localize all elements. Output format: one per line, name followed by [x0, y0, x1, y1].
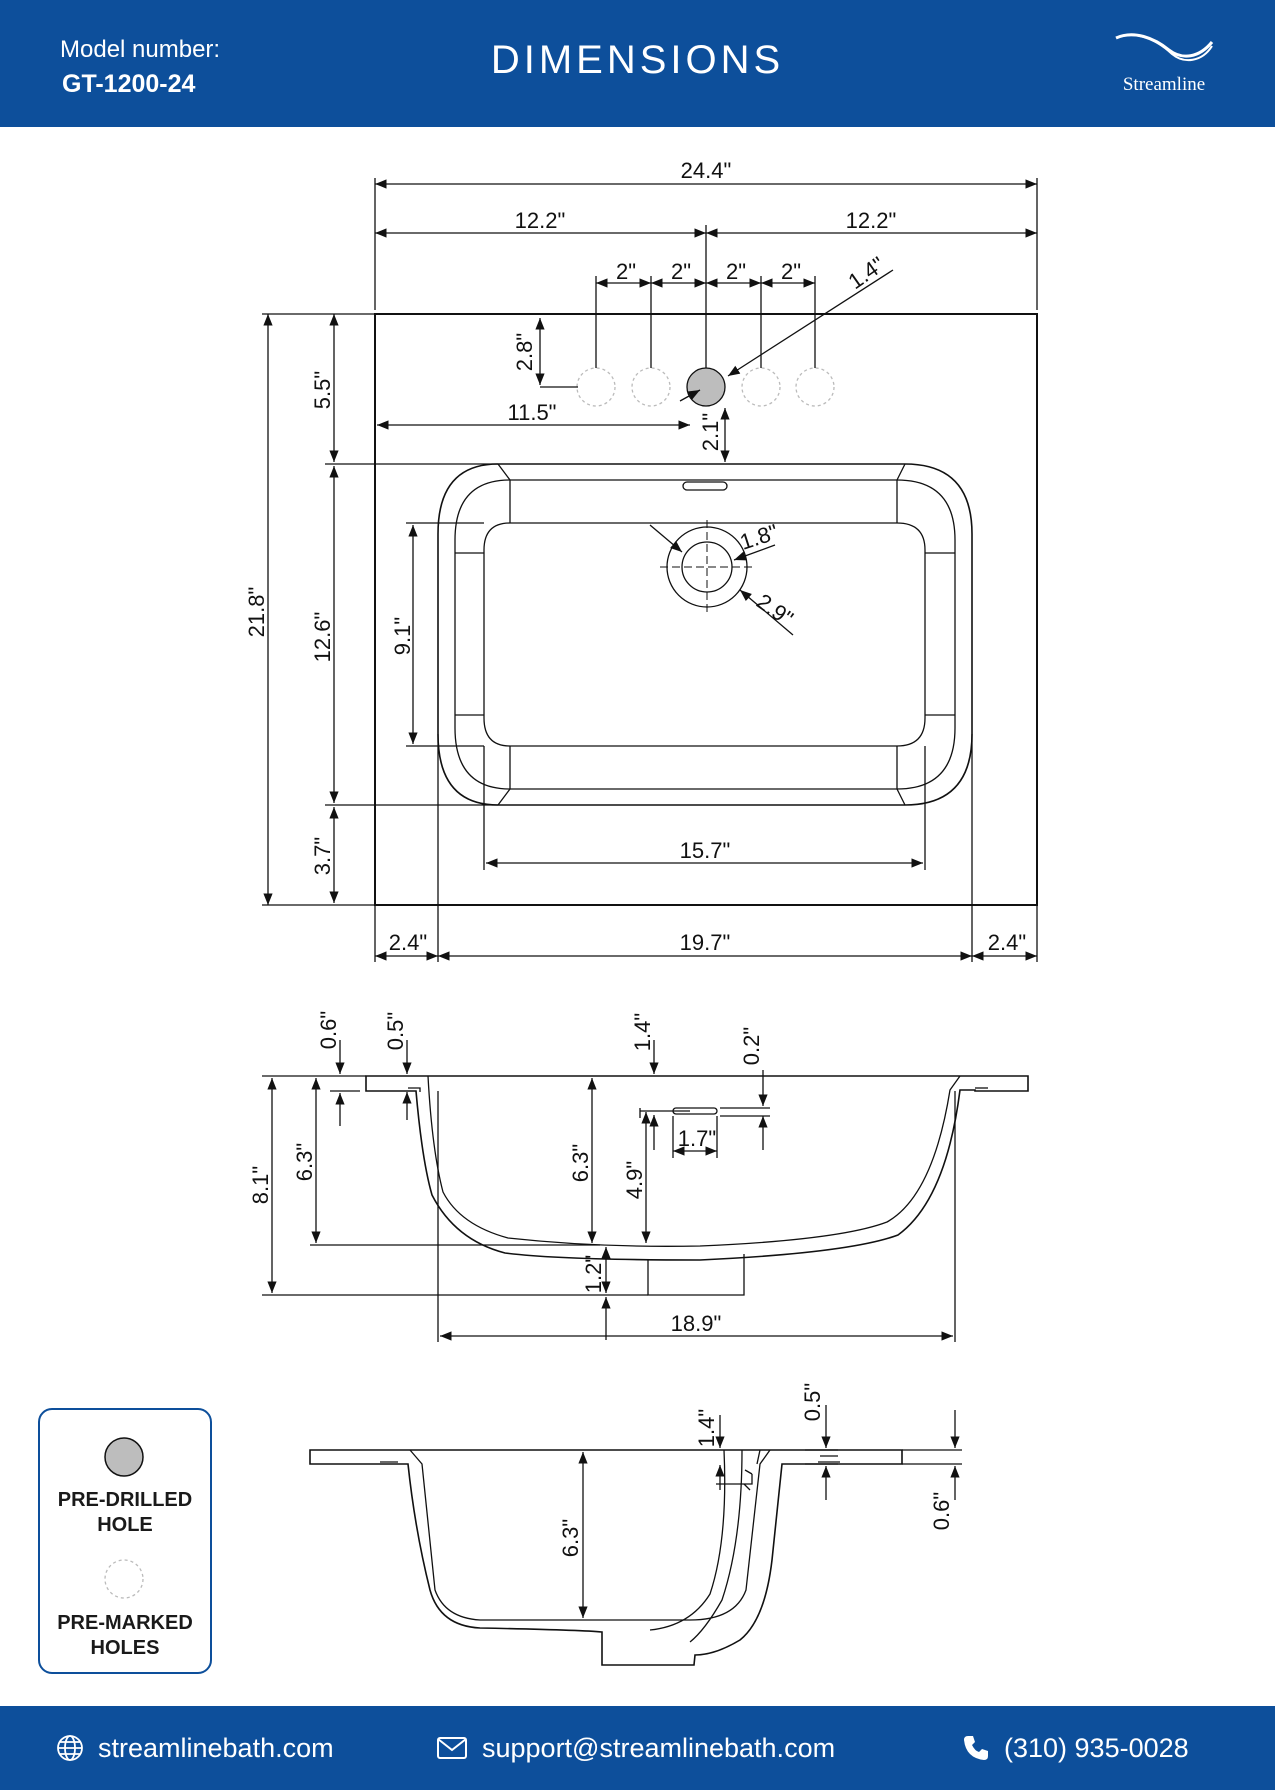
- dim-hole-to-bowl: 2.1": [698, 413, 723, 451]
- brand-name: Streamline: [1122, 74, 1206, 95]
- dim-right-deck: 2.4": [988, 930, 1026, 955]
- brand-logo: Streamline: [1108, 32, 1218, 98]
- dim-front-rim-thickness: 0.5": [383, 1012, 408, 1050]
- dim-overall-width: 24.4": [681, 158, 732, 183]
- dim-inner-bowl-depth: 9.1": [390, 617, 415, 655]
- dim-side-deck-thickness: 0.6": [929, 1492, 954, 1530]
- dim-hole-from-back: 2.8": [512, 333, 537, 371]
- dim-hole-spacing-3: 2": [726, 259, 746, 284]
- legend-pre-drilled: PRE-DRILLED HOLE: [57, 1489, 193, 1536]
- dim-front-deck: 3.7": [310, 837, 335, 875]
- dim-total-height: 8.1": [248, 1166, 273, 1204]
- drawing-canvas: 24.4" 12.2" 12.2" 2" 2" 2" 2" 1.4" 2.8" …: [244, 158, 1038, 1666]
- model-number-value: GT-1200-24: [62, 70, 196, 98]
- footer-email[interactable]: support@streamlinebath.com: [436, 1706, 835, 1790]
- footer-website[interactable]: streamlinebath.com: [56, 1706, 334, 1790]
- model-number-label: Model number:: [60, 36, 221, 63]
- dim-left-deck: 2.4": [389, 930, 427, 955]
- dim-hole-spacing-1: 2": [616, 259, 636, 284]
- footer-phone[interactable]: (310) 935-0028: [962, 1706, 1189, 1790]
- dim-bowl-depth: 12.6": [310, 612, 335, 663]
- dim-side-rim-thickness: 0.5": [800, 1383, 825, 1421]
- globe-icon: [57, 1735, 83, 1761]
- dim-inner-bowl-width: 15.7": [680, 838, 731, 863]
- dim-side-overflow-from-top: 1.4": [694, 1409, 719, 1447]
- mail-icon: [437, 1737, 467, 1759]
- dim-back-deck: 5.5": [310, 371, 335, 409]
- dim-bottom-width: 18.9": [671, 1311, 722, 1336]
- pre-marked-hole-icon: [104, 1559, 144, 1599]
- phone-icon: [964, 1736, 988, 1760]
- dim-bowl-depth-center: 6.3": [568, 1144, 593, 1182]
- pre-drilled-hole-icon: [104, 1437, 144, 1477]
- dim-overall-depth: 21.8": [244, 587, 269, 638]
- dim-half-left: 12.2": [515, 208, 566, 233]
- dim-drain-inner-dia: 1.8": [737, 519, 781, 555]
- technical-drawing: 24.4" 12.2" 12.2" 2" 2" 2" 2" 1.4" 2.8" …: [0, 127, 1275, 1707]
- dim-hole-spacing-4: 2": [781, 259, 801, 284]
- dim-faucet-hole-dia: 1.4": [844, 252, 890, 295]
- page-title: DIMENSIONS: [490, 38, 785, 82]
- wave-icon: [1115, 33, 1214, 62]
- dim-bowl-width: 19.7": [680, 930, 731, 955]
- footer-bar: streamlinebath.com support@streamlinebat…: [0, 1706, 1275, 1790]
- dim-drain-outer-dia: 2.9": [752, 589, 798, 632]
- dim-overflow-height: 0.2": [739, 1027, 764, 1065]
- dim-side-bowl-depth: 6.3": [558, 1519, 583, 1557]
- dim-drain-height: 1.2": [581, 1255, 606, 1293]
- dim-half-right: 12.2": [846, 208, 897, 233]
- header-bar: Model number: GT-1200-24 DIMENSIONS Stre…: [0, 0, 1275, 127]
- hole-legend: PRE-DRILLED HOLE PRE-MARKED HOLES: [38, 1408, 212, 1674]
- dim-hole-spacing-2: 2": [671, 259, 691, 284]
- dim-overflow-to-bottom: 4.9": [622, 1161, 647, 1199]
- legend-pre-marked: PRE-MARKED HOLES: [57, 1612, 193, 1659]
- dim-hole-from-left: 11.5": [508, 400, 557, 425]
- dim-front-deck-thickness: 0.6": [316, 1011, 341, 1049]
- dim-bowl-depth-left: 6.3": [292, 1143, 317, 1181]
- dim-front-overflow-from-top: 1.4": [630, 1013, 655, 1051]
- dim-overflow-width: 1.7": [678, 1126, 716, 1151]
